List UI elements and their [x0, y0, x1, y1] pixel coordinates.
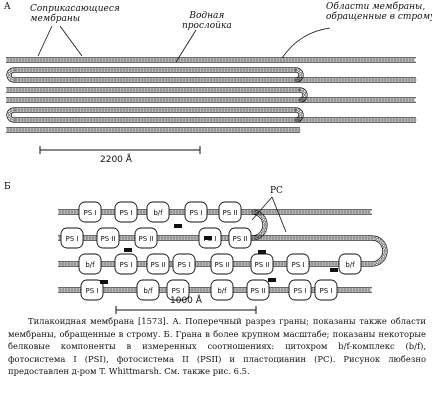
protein-psii-16: PS II [250, 253, 274, 275]
svg-text:PS I: PS I [294, 287, 307, 295]
figure-caption: Тилакоидная мембрана [1573]. А. Поперечн… [8, 316, 426, 377]
dark-marker-1 [174, 224, 182, 228]
fold-a-left-1 [6, 67, 16, 83]
protein-psi-25: PS I [314, 279, 338, 301]
fold-b-pc [250, 209, 268, 241]
scale-bar-b [115, 306, 257, 314]
svg-text:PS II: PS II [138, 235, 153, 243]
svg-text:PS II: PS II [232, 235, 247, 243]
protein-bf-11: b/f [78, 253, 102, 275]
svg-text:PS II: PS II [214, 261, 229, 269]
svg-text:PS II: PS II [250, 287, 265, 295]
svg-text:b/f: b/f [217, 287, 227, 295]
membrane-a-1 [6, 57, 416, 63]
svg-text:PS II: PS II [254, 261, 269, 269]
svg-text:PS II: PS II [222, 209, 237, 217]
protein-psi-14: PS I [172, 253, 196, 275]
fold-a-right-1 [294, 67, 304, 83]
membrane-a-5 [6, 97, 416, 103]
membrane-a-6 [14, 107, 297, 113]
svg-text:PS I: PS I [190, 209, 203, 217]
protein-psi-24: PS I [288, 279, 312, 301]
svg-text:PS II: PS II [150, 261, 165, 269]
svg-text:PS I: PS I [66, 235, 79, 243]
protein-psi-21: PS I [166, 279, 190, 301]
fold-a-right-3 [298, 87, 308, 103]
membrane-a-2 [14, 67, 297, 73]
fold-a-left-2 [6, 107, 16, 123]
protein-psi-17: PS I [286, 253, 310, 275]
svg-text:b/f: b/f [153, 209, 163, 217]
protein-psii-10: PS II [228, 227, 252, 249]
scale-bar-a [39, 146, 201, 154]
svg-text:b/f: b/f [143, 287, 153, 295]
svg-text:PS I: PS I [172, 287, 185, 295]
protein-psii-5: PS II [218, 201, 242, 223]
svg-text:PS II: PS II [100, 235, 115, 243]
panel-a-letter: A [4, 2, 11, 12]
pointer-lines [37, 25, 331, 63]
protein-psi-2: PS I [114, 201, 138, 223]
protein-psi-19: PS I [80, 279, 104, 301]
label-contact-membranes: Соприкасающиеся мембраны [30, 4, 120, 24]
svg-text:PS I: PS I [120, 261, 133, 269]
grana-membranes-cross-section [6, 57, 417, 133]
svg-text:PS I: PS I [320, 287, 333, 295]
pc-pointer [251, 196, 287, 233]
protein-bf-20: b/f [136, 279, 160, 301]
dark-marker-7 [268, 278, 276, 282]
protein-bf-22: b/f [210, 279, 234, 301]
protein-complexes: PS I PS I b/f PS I PS II PS I PS II PS II PS I PS… [60, 201, 362, 301]
dark-marker-4 [258, 250, 266, 254]
protein-psi-1: PS I [78, 201, 102, 223]
membrane-b-1 [58, 209, 372, 215]
dark-marker-5 [330, 268, 338, 272]
fold-a-right-2 [294, 107, 304, 123]
protein-psii-23: PS II [246, 279, 270, 301]
protein-psi-12: PS I [114, 253, 138, 275]
protein-psii-15: PS II [210, 253, 234, 275]
membrane-a-8 [6, 127, 301, 133]
protein-psii-13: PS II [146, 253, 170, 275]
label-stroma-regions: Области мембраны, обращенные в строму [326, 2, 432, 22]
svg-text:PS I: PS I [178, 261, 191, 269]
panel-b-letter: Б [4, 182, 11, 192]
membrane-a-7 [14, 117, 417, 123]
scale-label-b: 1000 Å [170, 296, 202, 306]
dark-marker-3 [124, 248, 132, 252]
svg-text:b/f: b/f [85, 261, 95, 269]
protein-psii-8: PS II [134, 227, 158, 249]
protein-bf-18: b/f [338, 253, 362, 275]
pc-label: PC [270, 186, 283, 196]
fold-b-right [370, 235, 388, 267]
svg-text:b/f: b/f [345, 261, 355, 269]
protein-psi-6: PS I [60, 227, 84, 249]
protein-psii-7: PS II [96, 227, 120, 249]
scale-label-a: 2200 Å [100, 155, 132, 165]
protein-psi-4: PS I [184, 201, 208, 223]
svg-text:PS I: PS I [120, 209, 133, 217]
membrane-a-4 [6, 87, 301, 93]
svg-text:PS I: PS I [84, 209, 97, 217]
protein-bf-3: b/f [146, 201, 170, 223]
svg-text:PS I: PS I [86, 287, 99, 295]
label-water-layer: Водная прослойка [182, 11, 232, 31]
dark-marker-6 [100, 280, 108, 284]
svg-text:PS I: PS I [292, 261, 305, 269]
dark-marker-2 [204, 236, 212, 240]
membrane-a-3 [14, 77, 417, 83]
